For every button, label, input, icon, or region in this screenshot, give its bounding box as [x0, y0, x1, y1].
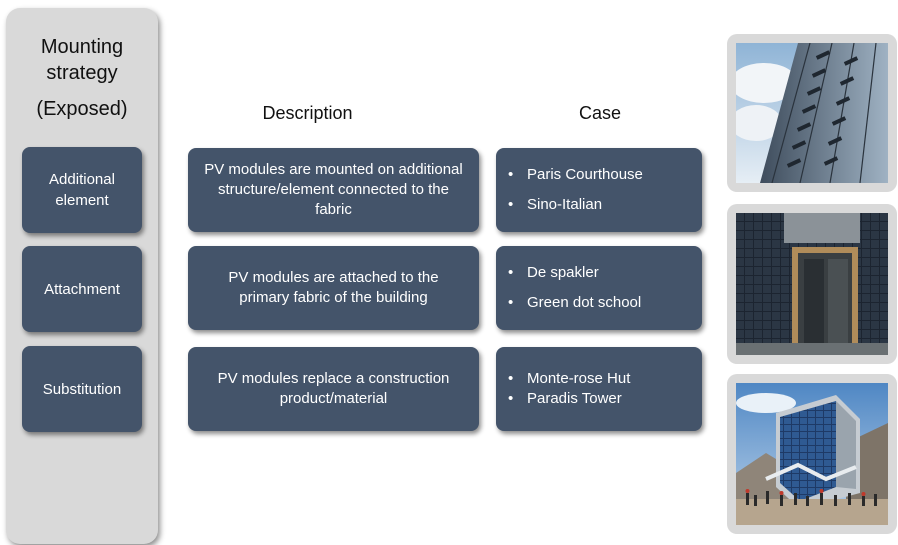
panel-title-line-3: (Exposed) — [36, 98, 128, 120]
description-header: Description — [262, 103, 353, 123]
case-item: Paradis Tower — [506, 389, 630, 409]
category-label: Additional element — [49, 171, 115, 209]
description-text: PV modules are attached to the primary f… — [228, 269, 439, 306]
facade-image — [736, 213, 888, 355]
case-item: De spakler — [506, 263, 641, 283]
description-text: PV modules are mounted on additional str… — [204, 161, 463, 218]
case-list: Monte-rose Hut Paradis Tower — [506, 369, 630, 409]
panel-title-line-2: strategy — [46, 62, 118, 84]
case-box-additional-element: Paris Courthouse Sino-Italian — [496, 148, 702, 232]
description-box-substitution: PV modules replace a construction produc… — [188, 347, 479, 431]
case-box-substitution: Monte-rose Hut Paradis Tower — [496, 347, 702, 431]
panel-title-line-1: Mounting — [40, 36, 124, 58]
category-label: Attachment — [44, 280, 120, 298]
photo-frame-monte-rosa-hut — [727, 374, 897, 534]
case-header: Case — [578, 103, 622, 123]
monte-rose-hut-photo — [736, 383, 888, 525]
photo-frame-green-dot-school — [727, 204, 897, 364]
category-attachment: Attachment — [22, 246, 142, 332]
facade-image — [736, 43, 888, 183]
panel-title: Mounting strategy (Exposed) — [6, 34, 158, 122]
case-list: Paris Courthouse Sino-Italian — [506, 161, 643, 219]
category-substitution: Substitution — [22, 346, 142, 432]
paris-courthouse-photo — [736, 43, 888, 183]
case-item: Monte-rose Hut — [506, 369, 630, 389]
green-dot-school-photo — [736, 213, 888, 355]
case-box-attachment: De spakler Green dot school — [496, 246, 702, 330]
description-text: PV modules replace a construction produc… — [217, 370, 450, 407]
case-item: Green dot school — [506, 293, 641, 313]
building-image — [736, 383, 888, 525]
description-box-additional-element: PV modules are mounted on additional str… — [188, 148, 479, 232]
case-item: Sino-Italian — [506, 195, 643, 215]
photo-frame-paris-courthouse — [727, 34, 897, 192]
category-label: Substitution — [42, 380, 122, 398]
case-list: De spakler Green dot school — [506, 259, 641, 317]
category-additional-element: Additional element — [22, 147, 142, 233]
description-box-attachment: PV modules are attached to the primary f… — [188, 246, 479, 330]
case-item: Paris Courthouse — [506, 165, 643, 185]
